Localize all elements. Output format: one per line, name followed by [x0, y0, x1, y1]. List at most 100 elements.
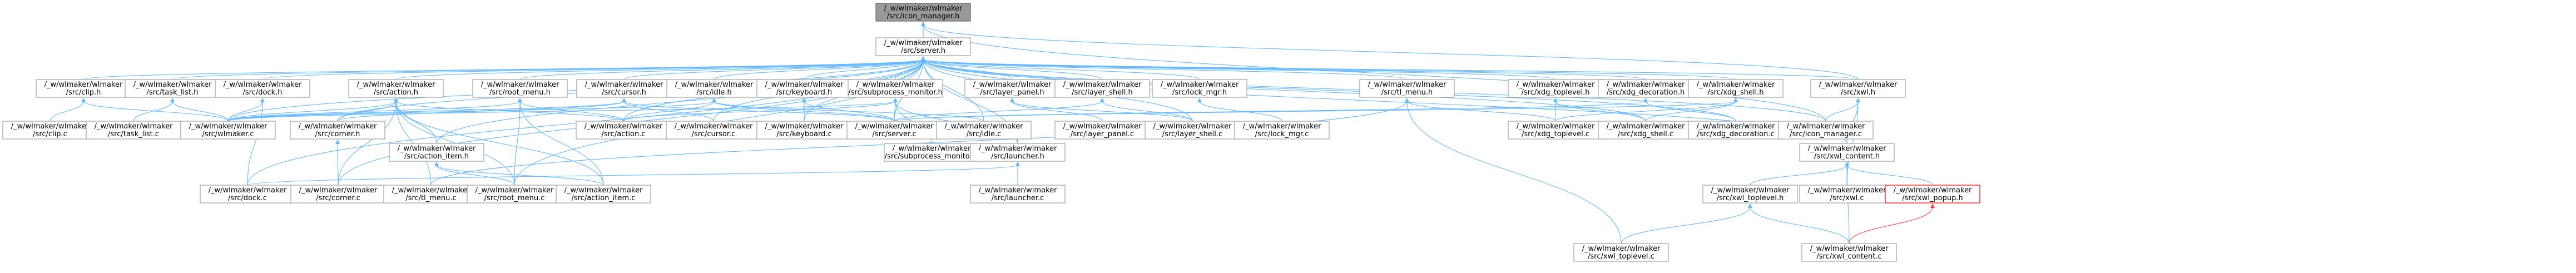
- node-xwl-h[interactable]: /_w/wlmaker/wlmaker/src/xwl.h: [1810, 79, 1906, 98]
- node-task-list-c[interactable]: /_w/wlmaker/wlmaker/src/task_list.c: [86, 121, 181, 140]
- node-label-line: /src/idle.c: [967, 130, 1002, 138]
- node-server-h[interactable]: /_w/wlmaker/wlmaker/src/server.h: [875, 37, 971, 56]
- node-xwl-toplevel-c[interactable]: /_w/wlmaker/wlmaker/src/xwl_toplevel.c: [1573, 243, 1669, 262]
- node-subprocess-monitor-c[interactable]: /_w/wlmaker/wlmaker/src/subprocess_monit…: [884, 143, 979, 162]
- node-xdg-toplevel-h[interactable]: /_w/wlmaker/wlmaker/src/xdg_toplevel.h: [1508, 79, 1603, 98]
- node-idle-h[interactable]: /_w/wlmaker/wlmaker/src/idle.h: [666, 79, 762, 98]
- node-label-line: /_w/wlmaker/wlmaker: [1161, 81, 1239, 89]
- node-xwl-popup-h[interactable]: /_w/wlmaker/wlmaker/src/xwl_popup.h: [1885, 185, 1980, 203]
- node-label-line: /src/subprocess_monitor.c: [885, 152, 978, 161]
- node-xwl-c[interactable]: /_w/wlmaker/wlmaker/src/xwl.c: [1799, 185, 1895, 203]
- edges-layer: [49, 22, 1935, 244]
- node-cursor-c[interactable]: /_w/wlmaker/wlmaker/src/cursor.c: [666, 121, 761, 140]
- node-lock-mgr-c[interactable]: /_w/wlmaker/wlmaker/src/lock_mgr.c: [1234, 121, 1330, 140]
- node-icon-manager-h[interactable]: /_w/wlmaker/wlmaker/src/icon_manager.h: [875, 3, 971, 22]
- arrowhead-wlmaker_c-to-task_list_h: [170, 98, 175, 102]
- node-corner-c[interactable]: /_w/wlmaker/wlmaker/src/corner.c: [290, 185, 386, 203]
- edge-action_item_c-to-root_menu_h: [519, 101, 604, 186]
- node-box: [576, 79, 672, 98]
- node-dock-h[interactable]: /_w/wlmaker/wlmaker/src/dock.h: [215, 79, 310, 98]
- node-label-line: /_w/wlmaker/wlmaker: [1810, 245, 1889, 253]
- node-lock-mgr-h[interactable]: /_w/wlmaker/wlmaker/src/lock_mgr.h: [1152, 79, 1247, 98]
- edge-wlmaker_c-to-root_menu_h: [227, 101, 521, 122]
- edge-server_c-to-subprocess_monitor_h: [894, 101, 896, 122]
- edge-action_item_c-to-action_h: [395, 101, 604, 186]
- edge-action_c-to-subprocess_monitor_h: [623, 101, 896, 122]
- node-tl-menu-c[interactable]: /_w/wlmaker/wlmaker/src/tl_menu.c: [383, 185, 479, 203]
- node-keyboard-h[interactable]: /_w/wlmaker/wlmaker/src/keyboard.h: [756, 79, 852, 98]
- arrowhead-lock_mgr_c-to-lock_mgr_h: [1197, 98, 1202, 102]
- edge-idle_h-to-server_h: [714, 59, 924, 80]
- node-idle-c[interactable]: /_w/wlmaker/wlmaker/src/idle.c: [936, 121, 1032, 140]
- node-label-line: /src/icon_manager.c: [1790, 130, 1862, 138]
- node-box: [125, 79, 220, 98]
- node-task-list-h[interactable]: /_w/wlmaker/wlmaker/src/task_list.h: [125, 79, 220, 98]
- node-corner-h[interactable]: /_w/wlmaker/wlmaker/src/corner.h: [290, 121, 385, 140]
- node-action-h[interactable]: /_w/wlmaker/wlmaker/src/action.h: [348, 79, 444, 98]
- node-box: [1801, 243, 1897, 262]
- node-label-line: /src/tl_menu.h: [1381, 88, 1433, 97]
- edge-layer_shell_h-to-server_h: [923, 59, 1103, 80]
- node-server-c[interactable]: /_w/wlmaker/wlmaker/src/server.c: [846, 121, 942, 140]
- node-layer-panel-c[interactable]: /_w/wlmaker/wlmaker/src/layer_panel.c: [1054, 121, 1150, 140]
- node-box: [884, 143, 979, 162]
- node-xdg-decoration-h[interactable]: /_w/wlmaker/wlmaker/src/xdg_decoration.h: [1598, 79, 1693, 98]
- node-box: [875, 37, 971, 56]
- node-box: [1145, 121, 1240, 140]
- node-label-line: /_w/wlmaker/wlmaker: [973, 81, 1052, 89]
- node-label-line: /_w/wlmaker/wlmaker: [1697, 122, 1775, 131]
- node-xwl-content-h[interactable]: /_w/wlmaker/wlmaker/src/xwl_content.h: [1799, 143, 1895, 162]
- edge-layer_panel_h-to-server_h: [923, 59, 1013, 80]
- node-label-line: /src/xdg_decoration.h: [1607, 88, 1685, 97]
- node-label-line: /src/xwl_toplevel.h: [1717, 194, 1784, 202]
- node-root-menu-c[interactable]: /_w/wlmaker/wlmaker/src/root_menu.c: [467, 185, 562, 203]
- node-label-line: /_w/wlmaker/wlmaker: [224, 81, 302, 89]
- node-keyboard-c[interactable]: /_w/wlmaker/wlmaker/src/keyboard.c: [756, 121, 852, 140]
- node-xdg-toplevel-c[interactable]: /_w/wlmaker/wlmaker/src/xdg_toplevel.c: [1508, 121, 1603, 140]
- node-box: [1598, 121, 1693, 140]
- node-xdg-decoration-c[interactable]: /_w/wlmaker/wlmaker/src/xdg_decoration.c: [1688, 121, 1784, 140]
- node-icon-manager-c[interactable]: /_w/wlmaker/wlmaker/src/icon_manager.c: [1778, 121, 1874, 140]
- edge-wlmaker_c-to-idle_h: [227, 101, 715, 122]
- node-layer-panel-h[interactable]: /_w/wlmaker/wlmaker/src/layer_panel.h: [964, 79, 1060, 98]
- node-label-line: /src/dock.c: [228, 194, 267, 202]
- node-xdg-shell-c[interactable]: /_w/wlmaker/wlmaker/src/xdg_shell.c: [1598, 121, 1693, 140]
- node-label-line: /src/action_item.h: [404, 152, 469, 161]
- edge-xwl_content_c-to-xwl_content_h: [1846, 165, 1850, 244]
- node-cursor-h[interactable]: /_w/wlmaker/wlmaker/src/cursor.h: [576, 79, 672, 98]
- node-action-item-c[interactable]: /_w/wlmaker/wlmaker/src/action_item.c: [556, 185, 651, 203]
- node-box: [1885, 185, 1980, 203]
- node-launcher-h[interactable]: /_w/wlmaker/wlmaker/src/launcher.h: [970, 143, 1066, 162]
- node-box: [756, 79, 852, 98]
- node-xdg-shell-h[interactable]: /_w/wlmaker/wlmaker/src/xdg_shell.h: [1688, 79, 1784, 98]
- node-clip-h[interactable]: /_w/wlmaker/wlmaker/src/clip.h: [36, 79, 131, 98]
- node-label-line: /_w/wlmaker/wlmaker: [1153, 122, 1232, 131]
- node-label-line: /_w/wlmaker/wlmaker: [1243, 122, 1321, 131]
- node-launcher-c[interactable]: /_w/wlmaker/wlmaker/src/launcher.c: [970, 185, 1066, 203]
- node-action-item-h[interactable]: /_w/wlmaker/wlmaker/src/action_item.h: [389, 143, 484, 162]
- edge-root_menu_c-to-root_menu_h: [514, 101, 521, 186]
- node-box: [1152, 79, 1247, 98]
- node-layer-shell-c[interactable]: /_w/wlmaker/wlmaker/src/layer_shell.c: [1145, 121, 1240, 140]
- node-label-line: /src/layer_shell.c: [1162, 130, 1222, 138]
- node-label-line: /_w/wlmaker/wlmaker: [133, 81, 212, 89]
- node-action-c[interactable]: /_w/wlmaker/wlmaker/src/action.c: [576, 121, 671, 140]
- node-layer-shell-h[interactable]: /_w/wlmaker/wlmaker/src/layer_shell.h: [1054, 79, 1150, 98]
- edge-server_c-to-keyboard_h: [804, 101, 895, 122]
- node-dock-c[interactable]: /_w/wlmaker/wlmaker/src/dock.c: [200, 185, 295, 203]
- node-xwl-toplevel-h[interactable]: /_w/wlmaker/wlmaker/src/xwl_toplevel.h: [1702, 185, 1798, 203]
- edge-wlmaker_c-to-cursor_h: [227, 101, 625, 122]
- node-xwl-content-c[interactable]: /_w/wlmaker/wlmaker/src/xwl_content.c: [1801, 243, 1897, 262]
- node-label-line: /_w/wlmaker/wlmaker: [209, 186, 287, 195]
- node-subprocess-monitor-h[interactable]: /_w/wlmaker/wlmaker/src/subprocess_monit…: [848, 79, 943, 98]
- node-label-line: /_w/wlmaker/wlmaker: [979, 186, 1057, 195]
- arrowhead-layer_shell_c-to-server_h: [921, 56, 925, 61]
- node-box: [666, 79, 762, 98]
- node-tl-menu-h[interactable]: /_w/wlmaker/wlmaker/src/tl_menu.h: [1359, 79, 1455, 98]
- edge-wlmaker_c-to-clip_h: [83, 101, 229, 122]
- node-wlmaker-c[interactable]: /_w/wlmaker/wlmaker/src/wlmaker.c: [180, 121, 276, 140]
- edge-dock_c-to-dock_h: [247, 101, 263, 186]
- node-root-menu-h[interactable]: /_w/wlmaker/wlmaker/src/root_menu.h: [472, 79, 568, 98]
- node-clip-c[interactable]: /_w/wlmaker/wlmaker/src/clip.c: [2, 121, 98, 140]
